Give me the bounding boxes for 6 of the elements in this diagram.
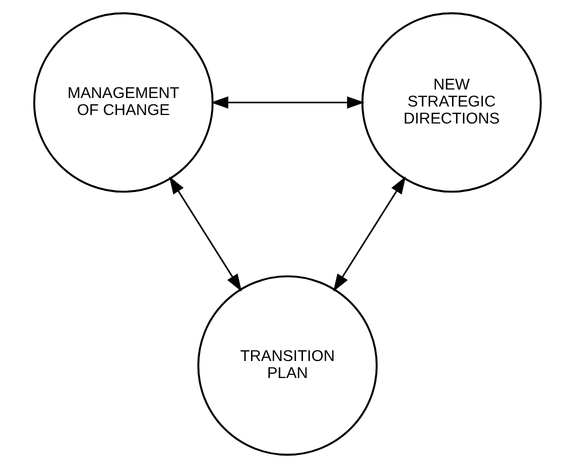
- arrow: [332, 176, 406, 292]
- node-circle: MANAGEMENT OF CHANGE: [32, 12, 214, 193]
- arrow: [168, 176, 242, 292]
- node-circle: NEW STRATEGIC DIRECTIONS: [360, 12, 542, 193]
- node-circle: TRANSITION PLAN: [196, 275, 378, 456]
- arrow: [210, 96, 364, 109]
